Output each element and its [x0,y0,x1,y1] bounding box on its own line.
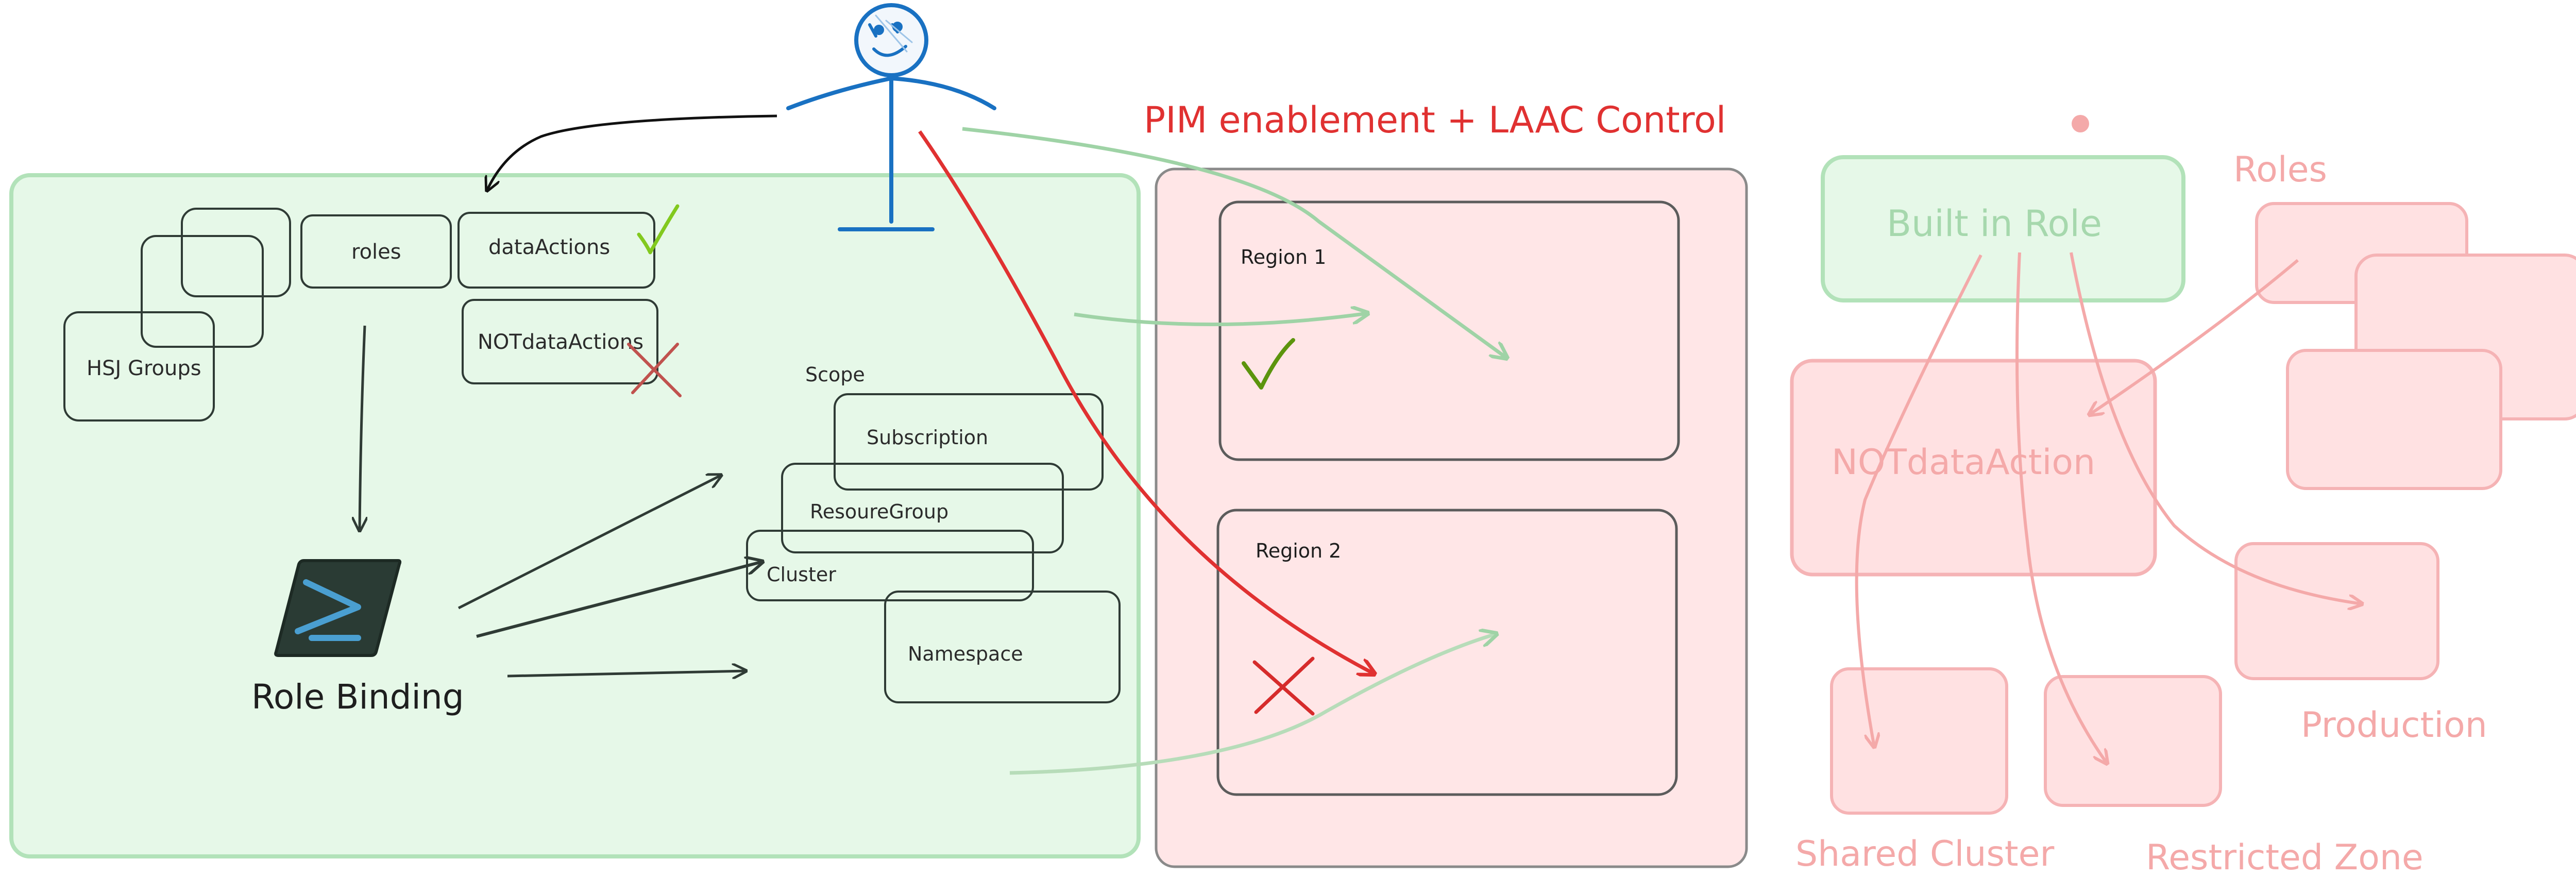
roles-stack [2255,202,2576,490]
arrow-green-to-region-1b [962,127,1507,358]
role-binding-label: Role Binding [251,677,464,717]
arrow-roles-to-binding [360,325,365,531]
production-label: Production [2301,705,2487,746]
scope-cluster-label: Cluster [767,563,836,586]
region-1-label: Region 1 [1241,246,1326,268]
scope-label: Scope [805,363,865,386]
powershell-prompt-icon [274,559,402,657]
arrow-green-to-region-2 [1009,634,1497,775]
shared-cluster-label: Shared Cluster [1795,834,2054,874]
faded-arrows [1855,252,2362,764]
data-actions-label: dataActions [488,235,610,259]
built-in-role-label: Built in Role [1887,203,2102,245]
scope-namespace-label: Namespace [908,643,1023,665]
arrow-green-to-region-1 [1074,313,1368,326]
restricted-zone-box [2044,675,2222,807]
scope-resourcegroup-label: ResoureGroup [810,500,948,523]
stick-figure-user-icon [786,3,996,231]
region-2-label: Region 2 [1256,540,1341,562]
not-data-actions-box [462,299,658,384]
region-1-check-icon [1242,338,1295,390]
data-actions-box [457,212,655,289]
dot [2072,115,2089,132]
arrow-binding-to-subscription [457,475,721,610]
built-in-role-box [1821,155,2185,302]
not-data-action-label: NOTdataAction [1832,442,2095,483]
arrow-binding-to-cluster [476,562,762,638]
production-box [2234,542,2439,680]
not-data-actions-label: NOTdataActions [478,330,643,354]
checkmark-icon [637,204,680,255]
roles-right-label: Roles [2233,149,2327,190]
region-1-box [1218,200,1680,461]
page-title: PIM enablement + LAAC Control [1144,99,1726,141]
scope-boxes [746,393,1121,703]
not-data-action-box [1790,359,2157,577]
arrow-user-to-roles [487,114,777,191]
shared-cluster-box [1830,667,2008,815]
roles-box [300,214,452,289]
scope-subscription-label: Subscription [867,426,988,449]
arrow-binding-to-namespace [507,671,746,676]
left-panel [9,173,1141,858]
hsj-groups-stack [63,208,291,422]
hsj-groups-label: HSJ Groups [87,357,201,380]
roles-label: roles [351,240,401,264]
region-2-cross-icon [1252,656,1315,716]
cross-icon [627,343,682,397]
restricted-zone-label: Restricted Zone [2146,837,2424,878]
arrow-user-to-region-2 [918,130,1375,674]
